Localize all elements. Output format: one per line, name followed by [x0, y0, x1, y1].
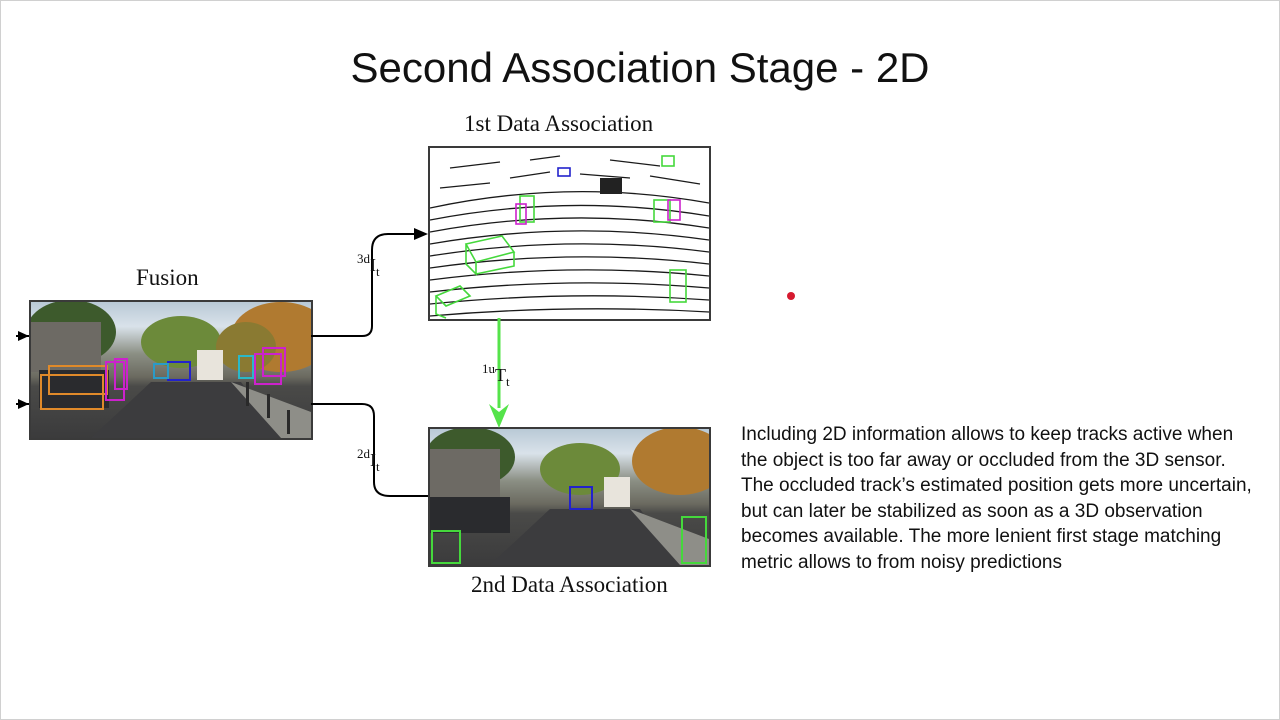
- first-association-label: 1st Data Association: [464, 111, 654, 136]
- fusion-label: Fusion: [136, 265, 199, 290]
- fusion-camera-image: [29, 300, 313, 440]
- lidar-box-pole: [669, 269, 687, 303]
- symbol-unmatched-tracks: 1uTt: [482, 361, 510, 389]
- lidar-box-van: [557, 167, 571, 177]
- fusion-scene: [31, 302, 311, 438]
- lidar-box-ped-1: [519, 195, 535, 223]
- fusion-box-car: [40, 374, 104, 410]
- arrowhead-fusion-to-first: [414, 228, 428, 240]
- lidar-box-ped-3: [653, 199, 671, 223]
- lidar-box-far: [661, 155, 675, 167]
- second-box-near-left: [431, 530, 461, 564]
- description-text: Including 2D information allows to keep …: [741, 422, 1261, 575]
- symbol-3d-detections: 3dIt: [357, 251, 380, 279]
- lidar-point-cloud-image: [428, 146, 711, 321]
- second-box-van: [569, 486, 593, 510]
- lidar-box-near: [434, 285, 472, 319]
- second-association-camera-image: [428, 427, 711, 567]
- arrowhead-first-to-second: [489, 404, 509, 428]
- lidar-box-ped-2: [515, 203, 527, 225]
- second-association-label: 2nd Data Association: [471, 572, 668, 597]
- lidar-box-ped-4: [667, 199, 681, 221]
- fusion-box-pedestrian-5: [262, 347, 286, 377]
- slide-title: Second Association Stage - 2D: [350, 44, 930, 91]
- arrow-fusion-to-first: [311, 233, 418, 337]
- symbol-2d-detections: 2dIt: [357, 446, 380, 474]
- description-paragraph-2: The occluded track’s estimated position …: [741, 475, 1252, 573]
- second-association-scene: [430, 429, 709, 565]
- input-arrowhead-bottom: [18, 399, 29, 409]
- arrow-fusion-to-second: [311, 403, 428, 497]
- second-box-near-right: [681, 516, 707, 564]
- fusion-box-pedestrian-4: [254, 353, 282, 385]
- lidar-box-car: [464, 235, 516, 276]
- fusion-box-pedestrian-3: [238, 355, 254, 379]
- description-paragraph-1: Including 2D information allows to keep …: [741, 424, 1234, 471]
- fusion-box-pedestrian-2: [114, 358, 128, 390]
- input-arrowhead-top: [18, 331, 29, 341]
- laser-pointer-dot: [787, 292, 795, 300]
- lidar-scene: [430, 155, 709, 319]
- fusion-box-cyclist: [153, 363, 169, 379]
